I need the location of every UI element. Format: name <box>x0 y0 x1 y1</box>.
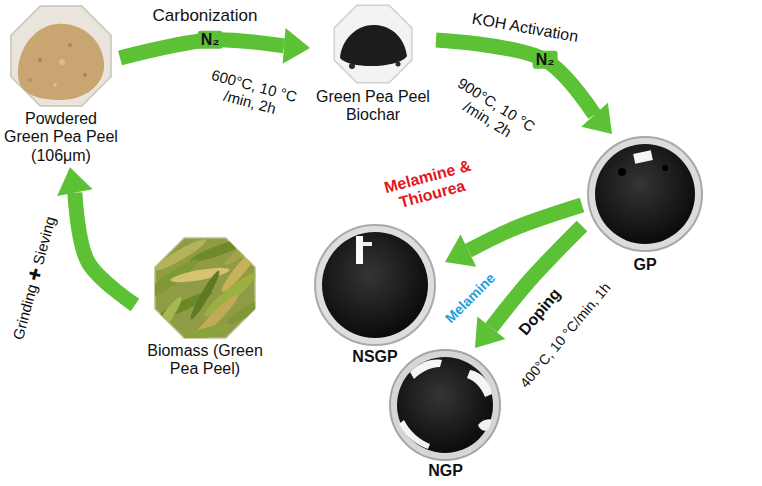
arrow-head <box>581 103 612 134</box>
photo-node: NSGP <box>305 218 445 368</box>
pea-pod <box>188 269 223 321</box>
photo-node: NGP <box>388 348 503 482</box>
white-residue <box>399 420 430 449</box>
photo-node: GP <box>582 134 708 276</box>
arrow-head <box>475 316 505 348</box>
paper-scrap <box>633 150 653 164</box>
arrow-head <box>57 167 92 196</box>
powder-grain <box>68 43 72 47</box>
pea-pod <box>225 293 275 328</box>
powder-grain <box>38 58 42 62</box>
powder-grain <box>28 78 32 82</box>
process-condition: 600°C, 10 °C /min, 2h <box>199 64 305 123</box>
step-label: Melamine <box>442 270 499 327</box>
white-residue <box>478 419 492 431</box>
carbon-powder <box>322 232 428 338</box>
biochar-pile <box>340 25 407 66</box>
process-condition: N₂ <box>198 31 223 49</box>
pea-peel-photo <box>139 220 275 350</box>
pea-pod <box>170 265 231 285</box>
powder-pile <box>18 24 104 100</box>
process-arrow <box>120 28 310 64</box>
process-arrow <box>445 205 582 267</box>
step-label: Melamine & Thiourea <box>377 155 483 216</box>
node-caption: Green Pea Peel Biochar <box>310 88 436 125</box>
arrow-head <box>283 28 310 64</box>
carbon-powder <box>595 144 695 244</box>
petri-dish <box>315 225 435 345</box>
biochar-grain <box>396 62 401 67</box>
petri-dish <box>588 137 702 251</box>
powder-grain <box>53 83 57 87</box>
photo-node: Biomass (Green Pea Peel) <box>135 236 275 381</box>
pea-pod <box>145 294 185 346</box>
node-caption: NGP <box>388 462 503 480</box>
process-condition: 900°C, 10 °C /min, 2h <box>440 71 543 153</box>
node-caption: NSGP <box>305 348 445 366</box>
step-label: KOH Activation <box>470 10 579 47</box>
photo-node: Powdered Green Pea Peel (106μm) <box>2 2 120 167</box>
step-label: Carbonization <box>153 6 258 26</box>
spatula <box>356 236 363 264</box>
carbon-powder <box>397 357 493 453</box>
process-condition: N₂ <box>533 51 558 69</box>
carbon-grain <box>662 165 668 171</box>
white-residue <box>467 370 492 397</box>
photo-node: Green Pea Peel Biochar <box>310 4 436 127</box>
process-arrow <box>57 167 135 305</box>
photo-frame <box>334 5 412 83</box>
pea-pod <box>153 220 198 260</box>
white-residue <box>410 360 442 380</box>
powder-photo <box>18 24 104 100</box>
pea-pod <box>222 232 268 267</box>
biochar-grain <box>349 63 355 69</box>
step-label: Grinding ✚ Sieving <box>9 215 58 342</box>
arrow-shaft <box>75 193 135 305</box>
node-caption: Biomass (Green Pea Peel) <box>135 342 275 379</box>
arrow-head <box>445 234 476 266</box>
photo-frame <box>11 6 111 106</box>
node-caption: Powdered Green Pea Peel (106μm) <box>2 110 120 165</box>
carbon-grain <box>618 168 626 176</box>
powder-grain <box>59 59 65 65</box>
node-caption: GP <box>582 256 708 274</box>
spatula <box>362 242 372 246</box>
petri-dish <box>390 350 500 460</box>
powder-grain <box>83 73 87 77</box>
